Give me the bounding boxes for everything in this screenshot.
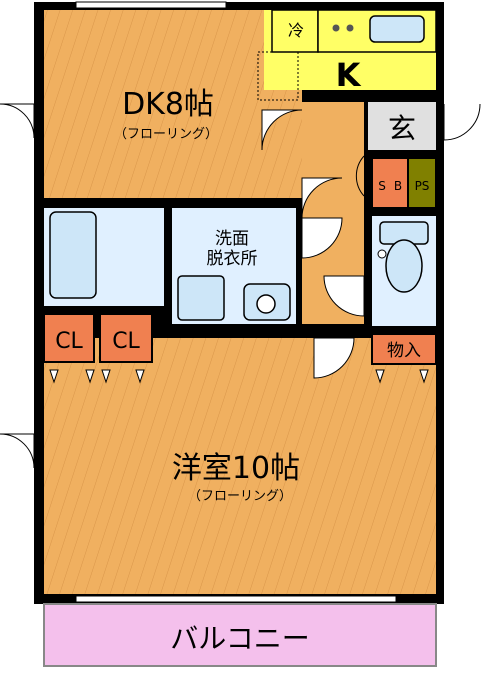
door-marker-icon (85, 369, 95, 384)
door-swing-icon (323, 275, 365, 317)
door-swing-icon (261, 109, 303, 151)
door-marker-icon (375, 369, 385, 384)
storage-cover (371, 333, 437, 365)
door-marker-icon (419, 369, 429, 384)
door-swing-icon (313, 337, 355, 379)
dk-room-sub: （フローリング） (114, 127, 218, 142)
entrance-label: 玄 (388, 112, 416, 145)
washroom-label-1: 洗面 (215, 229, 249, 249)
hall-wall-cover (296, 326, 372, 338)
kitchen-dashed-area (257, 51, 299, 101)
western-room (44, 338, 436, 594)
basin-bowl-icon (256, 294, 276, 314)
burner-icon (346, 24, 354, 32)
storage-label: 物入 (387, 341, 421, 361)
closet-2-cover (99, 313, 153, 363)
door-swing-icon (355, 155, 365, 197)
kitchen-label: K (336, 56, 362, 94)
toilet-bowl-icon (385, 239, 423, 293)
paper-holder-icon (377, 249, 387, 259)
window-top (75, 1, 227, 9)
closet-1-cover (43, 313, 95, 363)
ps-label: PS (415, 179, 430, 193)
s-box (371, 157, 409, 209)
dk-room-label: DK8帖 (122, 87, 214, 122)
door-swing-icon (301, 177, 343, 219)
closet-2-label: CL (112, 329, 140, 354)
door-marker-icon (135, 369, 145, 384)
b-label: B (394, 179, 402, 193)
door-marker-icon (49, 369, 59, 384)
dk-window-door-icon (0, 103, 35, 139)
s-label: S (378, 179, 386, 193)
balcony-label: バルコニー (170, 622, 309, 655)
closet-1-label: CL (55, 329, 83, 354)
door-swing-icon (301, 217, 343, 259)
ps-box (407, 157, 437, 209)
entrance-door-icon (443, 103, 481, 141)
sink-icon (369, 15, 425, 43)
burner-icon (332, 24, 340, 32)
entrance (368, 102, 436, 150)
bathtub-icon (49, 211, 97, 299)
balcony (43, 603, 437, 667)
western-room-sub: （フローリング） (188, 489, 292, 504)
western-room-label: 洋室10帖 (172, 451, 300, 486)
window-balcony (75, 595, 397, 603)
washer-pan-icon (177, 275, 225, 321)
room-window-door-icon (0, 433, 35, 469)
washroom-label-2: 脱衣所 (207, 249, 258, 269)
door-marker-icon (101, 369, 111, 384)
fridge-label: 冷 (288, 21, 304, 40)
dk-room (44, 10, 302, 198)
